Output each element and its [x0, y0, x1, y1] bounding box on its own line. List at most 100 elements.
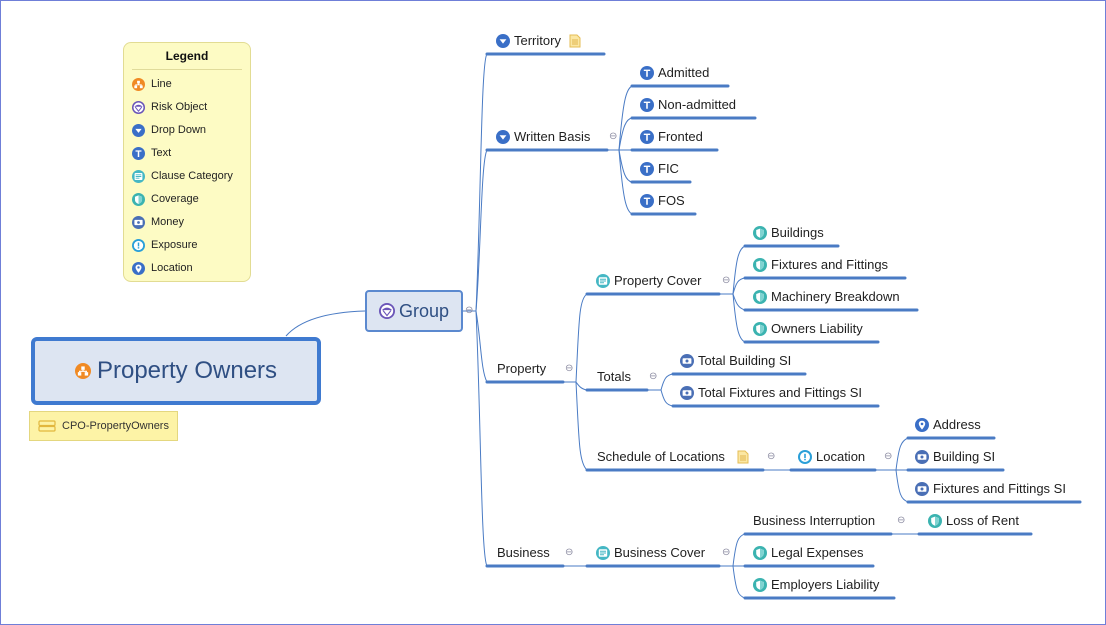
legend-item-money: Money — [132, 214, 184, 230]
legend-item-label: Risk Object — [151, 101, 208, 113]
money-icon — [680, 354, 694, 368]
node-label: Employers Liability — [771, 577, 880, 592]
legend-item-text: Text — [132, 145, 171, 161]
node-building-si[interactable]: Building SI — [915, 448, 995, 466]
collapse-toggle-icon[interactable]: ⊖ — [565, 547, 574, 558]
node-fixtures-and-fittings[interactable]: Fixtures and Fittings — [753, 256, 888, 274]
node-business-cover[interactable]: Business Cover — [596, 544, 705, 562]
root-node-property-owners[interactable]: Property Owners — [31, 337, 321, 405]
legend-item-risk-object: Risk Object — [132, 99, 207, 115]
legend-title: Legend — [165, 49, 209, 63]
node-legal-expenses[interactable]: Legal Expenses — [753, 544, 864, 562]
node-total-building-si[interactable]: Total Building SI — [680, 352, 791, 370]
node-label: Total Fixtures and Fittings SI — [698, 385, 863, 400]
text-icon — [640, 162, 654, 176]
node-property[interactable]: Property — [497, 360, 546, 378]
money-icon — [680, 386, 694, 400]
legend-item-label: Exposure — [151, 239, 198, 251]
node-business-interruption[interactable]: Business Interruption — [753, 512, 875, 530]
node-fronted[interactable]: Fronted — [640, 128, 703, 146]
node-label: Fixtures and Fittings — [771, 257, 889, 272]
node-label: Property — [497, 361, 547, 376]
collapse-toggle-icon[interactable]: ⊖ — [649, 371, 658, 382]
coverage-icon — [928, 514, 942, 528]
coverage-icon — [753, 258, 767, 272]
collapse-toggle-icon[interactable]: ⊖ — [609, 131, 618, 142]
node-buildings[interactable]: Buildings — [753, 224, 824, 242]
tag-icon — [38, 419, 56, 433]
node-fixtures-and-fittings-si[interactable]: Fixtures and Fittings SI — [915, 480, 1066, 498]
node-label: Building SI — [933, 449, 996, 464]
collapse-toggle-icon[interactable]: ⊖ — [722, 275, 731, 286]
node-label: Business Cover — [614, 545, 706, 560]
node-label: Territory — [514, 33, 561, 48]
node-label: Business — [497, 545, 550, 560]
collapse-toggle-icon[interactable]: ⊖ — [884, 451, 893, 462]
drop-down-icon — [496, 130, 510, 144]
node-written-basis[interactable]: Written Basis — [496, 128, 590, 146]
node-label: Business Interruption — [753, 513, 876, 528]
node-location[interactable]: Location — [798, 448, 865, 466]
text-icon — [640, 98, 654, 112]
clause-category-icon — [596, 546, 610, 560]
group-node[interactable]: Group — [365, 290, 463, 332]
collapse-toggle-icon[interactable]: ⊖ — [722, 547, 731, 558]
node-label: Legal Expenses — [771, 545, 864, 560]
legend-item-label: Line — [151, 78, 172, 90]
text-icon — [640, 130, 654, 144]
node-property-cover[interactable]: Property Cover — [596, 272, 701, 290]
node-label: Total Building SI — [698, 353, 792, 368]
note-icon[interactable] — [569, 34, 581, 48]
node-fos[interactable]: FOS — [640, 192, 685, 210]
legend-item-clause-category: Clause Category — [132, 168, 233, 184]
coverage-icon — [753, 290, 767, 304]
legend-item-line: Line — [132, 76, 172, 92]
collapse-toggle-icon[interactable]: ⊖ — [465, 305, 474, 316]
node-label: Address — [933, 417, 981, 432]
collapse-toggle-icon[interactable]: ⊖ — [897, 515, 906, 526]
node-totals[interactable]: Totals — [597, 368, 631, 386]
node-loss-of-rent[interactable]: Loss of Rent — [928, 512, 1019, 530]
legend-divider — [132, 69, 242, 70]
node-label: Loss of Rent — [946, 513, 1019, 528]
node-business[interactable]: Business — [497, 544, 550, 562]
coverage-icon — [132, 193, 145, 206]
drop-down-icon — [496, 34, 510, 48]
node-admitted[interactable]: Admitted — [640, 64, 709, 82]
node-schedule-of-locations[interactable]: Schedule of Locations — [597, 448, 749, 466]
clause-category-icon — [132, 170, 145, 183]
node-non-admitted[interactable]: Non-admitted — [640, 96, 736, 114]
node-territory[interactable]: Territory — [496, 32, 581, 50]
legend-item-label: Clause Category — [151, 170, 233, 182]
node-label: FOS — [658, 193, 685, 208]
drop-down-icon — [132, 124, 145, 137]
node-address[interactable]: Address — [915, 416, 981, 434]
product-code-tag[interactable]: CPO-PropertyOwners — [29, 411, 178, 441]
note-icon[interactable] — [737, 450, 749, 464]
node-owners-liability[interactable]: Owners Liability — [753, 320, 863, 338]
clause-category-icon — [596, 274, 610, 288]
coverage-icon — [753, 578, 767, 592]
root-node-label: Property Owners — [96, 357, 278, 384]
collapse-toggle-icon[interactable]: ⊖ — [565, 363, 574, 374]
location-icon — [132, 262, 145, 275]
node-fic[interactable]: FIC — [640, 160, 679, 178]
coverage-icon — [753, 546, 767, 560]
money-icon — [915, 482, 929, 496]
line-icon — [75, 363, 91, 379]
node-label: Non-admitted — [658, 97, 737, 112]
exposure-icon — [132, 239, 145, 252]
node-label: Written Basis — [514, 129, 591, 144]
node-label: FIC — [658, 161, 679, 176]
node-machinery-breakdown[interactable]: Machinery Breakdown — [753, 288, 900, 306]
coverage-icon — [753, 226, 767, 240]
node-employers-liability[interactable]: Employers Liability — [753, 576, 879, 594]
risk-object-icon — [132, 101, 145, 114]
collapse-toggle-icon[interactable]: ⊖ — [767, 451, 776, 462]
node-total-fixtures-and-fittings-si[interactable]: Total Fixtures and Fittings SI — [680, 384, 862, 402]
text-icon — [132, 147, 145, 160]
node-label: Fixtures and Fittings SI — [933, 481, 1066, 496]
legend-item-label: Text — [151, 147, 172, 159]
